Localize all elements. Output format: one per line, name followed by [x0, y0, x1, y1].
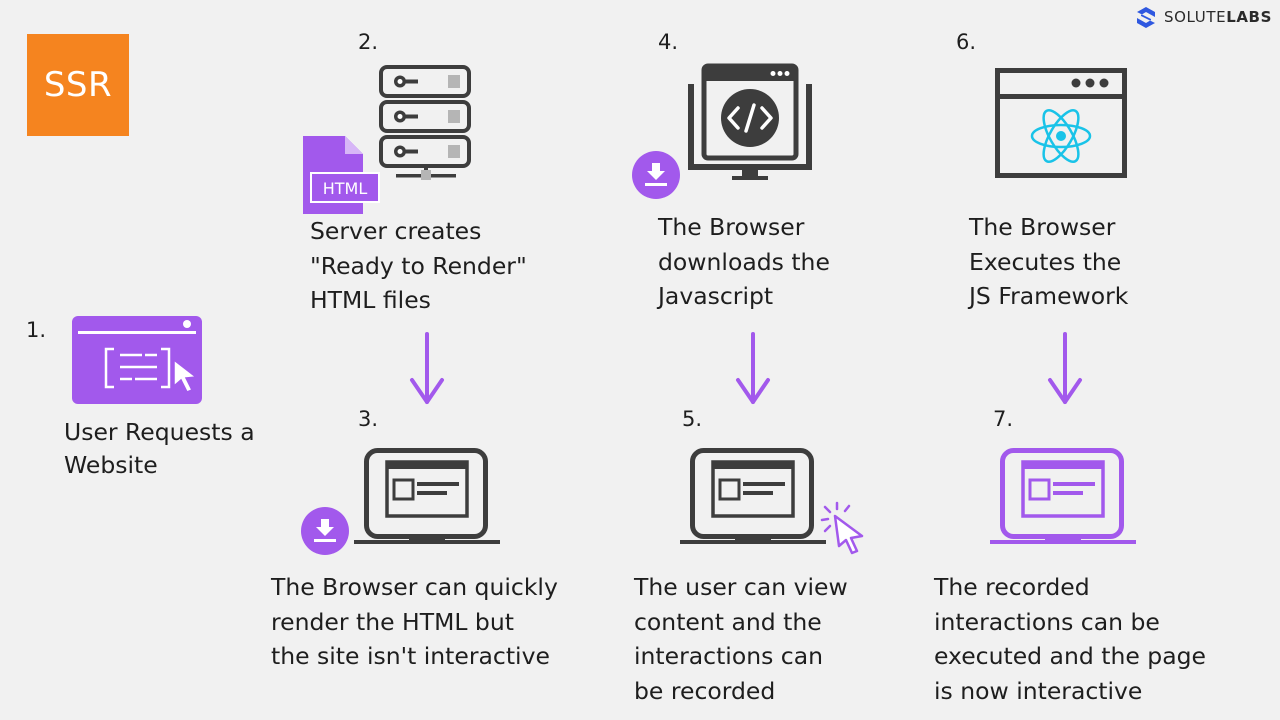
step-2-number: 2.	[358, 30, 379, 54]
html-file-icon: HTML	[303, 136, 380, 214]
ssr-badge: SSR	[27, 34, 129, 136]
step-2-caption: Server creates "Ready to Render" HTML fi…	[310, 217, 527, 314]
step-7-number: 7.	[993, 407, 1014, 431]
solutelabs-logo-icon	[1137, 7, 1156, 28]
step-5-caption: The user can view content and the intera…	[634, 573, 848, 705]
step-6-caption: The Browser Executes the JS Framework	[969, 213, 1129, 310]
download-badge-icon	[301, 507, 349, 555]
arrow-down-icon	[1048, 332, 1082, 404]
laptop-icon	[680, 448, 826, 544]
step-7-caption: The recorded interactions can be execute…	[934, 573, 1206, 705]
laptop-icon	[990, 448, 1136, 544]
brand-logo: SOLUTELABS	[1134, 5, 1272, 29]
arrow-down-icon	[736, 332, 770, 404]
step-3-caption: The Browser can quickly render the HTML …	[271, 573, 558, 670]
html-file-label: HTML	[323, 179, 368, 198]
click-cursor-icon	[820, 501, 864, 555]
laptop-icon	[354, 448, 500, 544]
react-browser-icon	[995, 68, 1127, 178]
step-4-caption: The Browser downloads the Javascript	[658, 213, 830, 310]
ssr-badge-label: SSR	[43, 65, 113, 105]
brand-name: SOLUTELABS	[1164, 7, 1272, 26]
step-1-caption: User Requests a Website	[64, 418, 255, 479]
step-3-number: 3.	[358, 407, 379, 431]
code-browser-icon	[688, 63, 812, 180]
react-logo-icon	[1030, 109, 1092, 163]
server-rack-icon	[379, 65, 471, 180]
step-4-number: 4.	[658, 30, 679, 54]
step-1-number: 1.	[26, 318, 47, 342]
step-5-number: 5.	[682, 407, 703, 431]
website-request-icon	[72, 316, 202, 404]
arrow-down-icon	[410, 332, 444, 404]
download-badge-icon	[632, 151, 680, 199]
step-6-number: 6.	[956, 30, 977, 54]
